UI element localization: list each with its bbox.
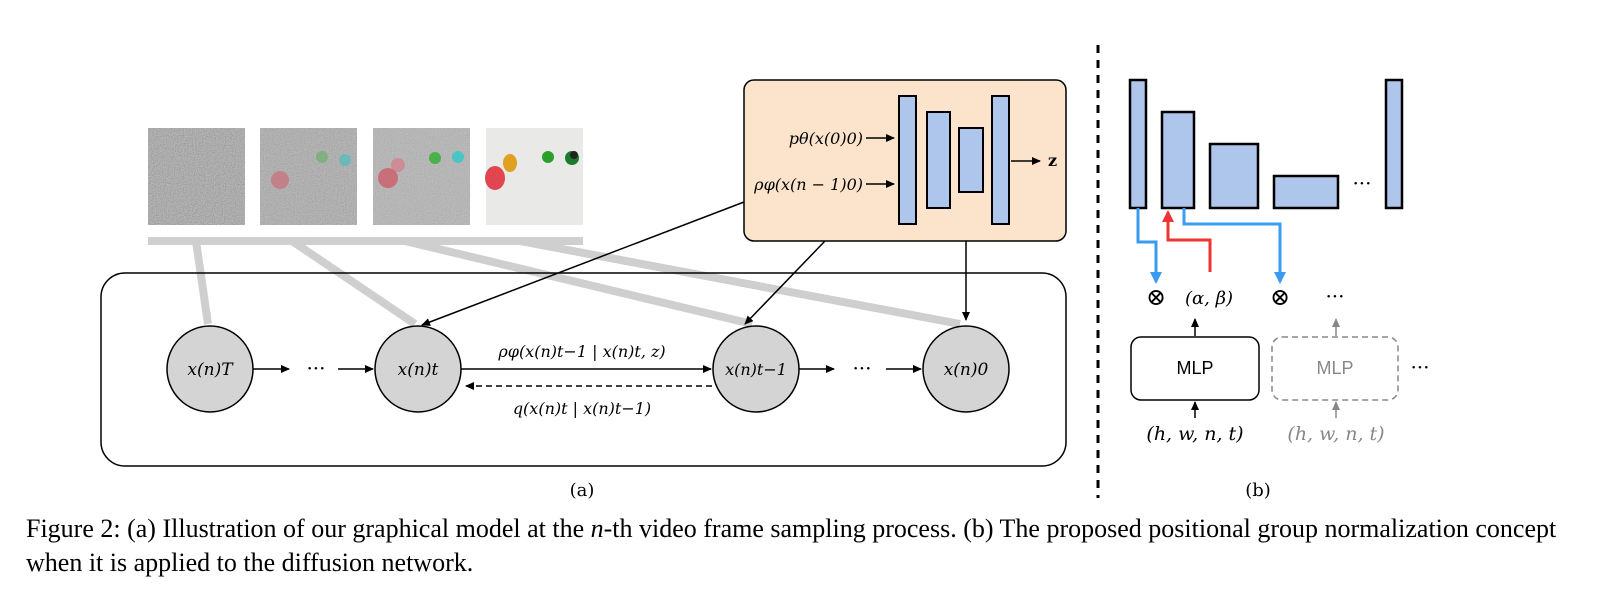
node-xT-label: x(n)T [187, 360, 234, 380]
mlp-box [1130, 336, 1260, 401]
figure-caption: Figure 2: (a) Illustration of our graphi… [26, 512, 1586, 580]
mlp-ellipsis: ··· [1410, 355, 1429, 379]
noisy-frame-1 [148, 128, 245, 225]
caption-prefix: Figure 2: (a) Illustration of our graphi… [26, 514, 591, 543]
blue-arrow-2 [1182, 208, 1286, 284]
chain-ellipsis-2: ··· [852, 356, 871, 380]
panel-a-label: (a) [570, 480, 595, 501]
network-block-2 [1160, 110, 1196, 210]
noisy-frame-3 [373, 128, 470, 225]
mlp-label-dashed: MLP [1316, 358, 1353, 378]
mlp-input-label: (h, w, n, t) [1146, 423, 1243, 445]
chain-arrows [253, 365, 922, 390]
node-xt-minus-1-label: x(n)t−1 [725, 360, 787, 379]
unet-block-1 [898, 95, 917, 225]
otimes-ellipsis: ··· [1325, 284, 1344, 308]
network-ellipsis: ··· [1352, 171, 1371, 195]
encoder-to-node-arrows [421, 201, 970, 326]
encoder-output-z: z [1048, 151, 1057, 170]
panel-b: ··· ⊗ (α, β) ⊗ ··· MLP MLP ··· (h, w, n,… [1128, 78, 1430, 501]
encoder-input-bottom: ρφ(x(n − 1)0) [753, 175, 863, 194]
otimes-icon-1: ⊗ [1146, 283, 1166, 311]
network-block-1 [1128, 78, 1148, 210]
network-block-5 [1384, 78, 1404, 210]
node-x0: x(n)0 [922, 325, 1010, 413]
unet-block-4 [991, 95, 1010, 225]
reverse-process-label: ρφ(x(n)t−1 | x(n)t, z) [497, 342, 665, 361]
network-block-3 [1208, 142, 1260, 210]
encoder-box: pθ(x(0)0) ρφ(x(n − 1)0) z [743, 79, 1067, 242]
node-x0-label: x(n)0 [944, 360, 989, 380]
unet-block-3 [958, 127, 984, 193]
otimes-icon-2: ⊗ [1270, 283, 1290, 311]
mlp-box-dashed [1271, 336, 1399, 401]
alpha-beta-label: (α, β) [1185, 288, 1233, 309]
caption-variable: n [590, 514, 604, 543]
node-xt: x(n)t [374, 325, 462, 413]
plate-box [100, 272, 1067, 467]
node-xT: x(n)T [166, 325, 254, 413]
caption-suffix: -th video frame sampling process. (b) Th… [26, 514, 1557, 577]
chain-ellipsis-1: ··· [306, 356, 325, 380]
blue-arrow-1 [1136, 208, 1162, 284]
panel-a: pθ(x(0)0) ρφ(x(n − 1)0) z x(n)T x(n)t [100, 79, 1067, 501]
noisy-frame-2 [260, 128, 357, 225]
forward-process-label: q(x(n)t | x(n)t−1) [513, 399, 651, 418]
node-xt-label: x(n)t [398, 360, 439, 380]
unet-block-2 [926, 111, 951, 209]
red-arrow [1162, 210, 1212, 272]
mlp-input-label-gray: (h, w, n, t) [1287, 423, 1384, 445]
node-xt-minus-1: x(n)t−1 [712, 325, 800, 413]
frame-links [148, 237, 961, 328]
mlp-label: MLP [1176, 358, 1213, 378]
network-block-4 [1272, 174, 1340, 210]
encoder-input-top: pθ(x(0)0) [789, 129, 863, 148]
panel-b-label: (b) [1245, 480, 1271, 501]
clean-frame-4 [485, 128, 583, 225]
